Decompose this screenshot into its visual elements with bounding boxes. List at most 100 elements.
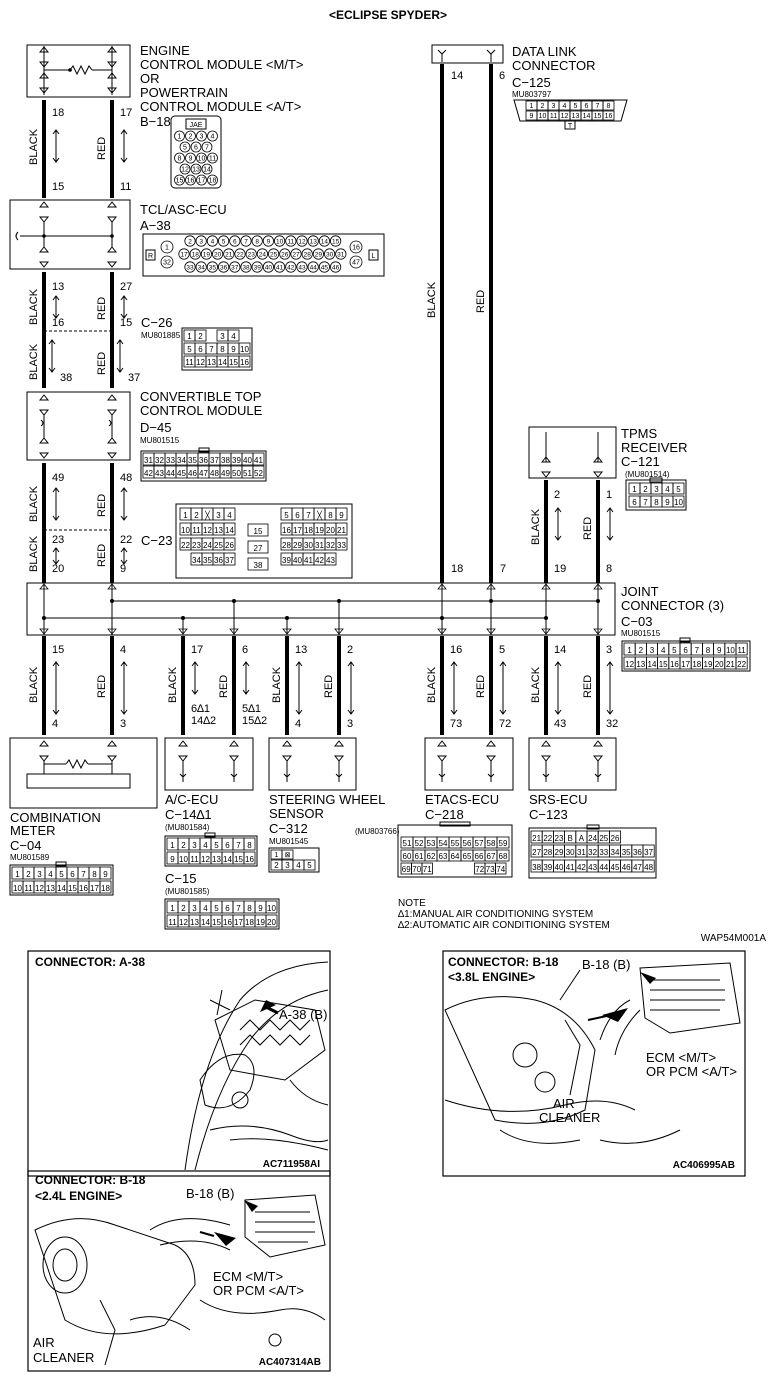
a38-pin-circle xyxy=(262,235,274,247)
d45-pin: 35 xyxy=(188,456,197,465)
b18-pin-circle xyxy=(207,152,218,164)
c23-pin: 6 xyxy=(295,511,300,520)
c123-pin: 37 xyxy=(644,848,653,857)
note-line-1: ∆1:MANUAL AIR CONDITIONING SYSTEM xyxy=(398,909,593,920)
c15-pin: 5 xyxy=(214,904,219,913)
c14-pin: 2 xyxy=(181,841,186,850)
ac-ecu-part-label: (MU801584) xyxy=(165,823,210,832)
c123-pin: 38 xyxy=(532,863,541,872)
c23-cell xyxy=(247,540,269,554)
c04-pin: 10 xyxy=(13,884,22,893)
steer-part-label: MU801545 xyxy=(269,837,309,846)
a38-pin-circle xyxy=(273,261,286,273)
a38-pin: 27 xyxy=(292,252,300,259)
b18-pin-circle xyxy=(201,141,213,153)
wire-color-label: BLACK xyxy=(426,666,438,703)
joint-top-terminal xyxy=(593,583,603,590)
c218-pin: 54 xyxy=(439,839,448,848)
wire-label-red-3: RED xyxy=(96,352,108,375)
b18-pin: 17 xyxy=(198,178,206,185)
b18-pin: 18 xyxy=(209,178,217,185)
b18-pin: 10 xyxy=(198,156,206,163)
c26-cell xyxy=(238,355,251,368)
c03-pin: 16 xyxy=(670,660,679,669)
c23-pin: 33 xyxy=(337,541,346,550)
c14-pin: 3 xyxy=(192,841,197,850)
a38-pin: 37 xyxy=(231,265,239,272)
b18-pin: 15 xyxy=(176,178,184,185)
joint-label-2: CONNECTOR (3) xyxy=(621,598,724,613)
c15-pin: 6 xyxy=(225,904,230,913)
c123-pin: 36 xyxy=(633,848,642,857)
c218-cell xyxy=(496,849,510,862)
c23-connector-label: C−23 xyxy=(141,533,172,548)
c04-pin: 11 xyxy=(24,884,33,893)
note-heading: NOTE xyxy=(398,898,426,909)
a38-pin-circle xyxy=(189,248,201,260)
ac-ecu-connector-label: C−14∆1 xyxy=(165,807,212,822)
c03-pin: 9 xyxy=(717,646,722,655)
cvt-label-2: CONTROL MODULE xyxy=(140,403,263,418)
signal-arrow-head xyxy=(120,661,128,715)
a38-pin-circle xyxy=(212,248,224,260)
b18-pin-circle xyxy=(201,163,213,175)
c218-pin: 66 xyxy=(475,852,484,861)
a38-pin: 45 xyxy=(321,265,329,272)
c23-pin: 25 xyxy=(214,541,223,550)
c03-pin: 2 xyxy=(639,646,644,655)
c14-pin: 10 xyxy=(179,855,188,864)
c121-pin: 4 xyxy=(665,485,670,494)
c125-pin: 14 xyxy=(583,113,591,120)
c23-pin: 35 xyxy=(203,556,212,565)
c123-pin: 40 xyxy=(555,863,564,872)
c125-key: T xyxy=(568,123,573,130)
pin-device-top: 72 xyxy=(499,718,511,730)
joint-splice-dot xyxy=(42,616,46,620)
a38-pin: 18 xyxy=(192,252,200,259)
c14-pin: 4 xyxy=(203,841,208,850)
d45-pin: 37 xyxy=(210,456,219,465)
c123-pin: 24 xyxy=(588,834,597,843)
c04-pin: 16 xyxy=(79,884,88,893)
c14-pin: 5 xyxy=(214,841,219,850)
c26-connector-label: C−26 xyxy=(141,315,172,330)
a38-pin: 4 xyxy=(211,239,215,246)
steer-connector-label: C−312 xyxy=(269,821,308,836)
b18-pin: 4 xyxy=(211,134,215,141)
a38-pin-circle xyxy=(245,248,257,260)
c312-pin: 4 xyxy=(296,861,301,870)
c23-pin: ╳ xyxy=(316,510,323,520)
b18-pin-circle xyxy=(196,152,207,164)
c218-pin: 55 xyxy=(451,839,460,848)
pin-c26-black-b: 38 xyxy=(60,372,72,384)
photo-a38-title: CONNECTOR: A-38 xyxy=(35,955,145,969)
joint-top-terminal xyxy=(486,583,496,590)
c04-pin: 15 xyxy=(68,884,77,893)
c125-pin: 1 xyxy=(530,103,534,110)
a38-pin: 44 xyxy=(310,265,318,272)
joint-bottom-terminal xyxy=(178,628,188,635)
a38-pin-circle xyxy=(279,248,291,260)
pin-joint-bottom: 16 xyxy=(450,644,462,656)
a38-pin: 34 xyxy=(198,265,206,272)
c23-cell xyxy=(335,537,348,551)
b18-pin: 8 xyxy=(178,156,182,163)
ecm-module xyxy=(26,44,131,98)
pin-c23-red-b: 9 xyxy=(120,563,126,575)
c218-pin: 71 xyxy=(423,865,432,874)
joint-label-1: JOINT xyxy=(621,584,659,599)
c123-pin: 23 xyxy=(555,834,564,843)
steering-wheel-sensor-module xyxy=(268,737,357,791)
c03-pin: 17 xyxy=(681,660,690,669)
pin-joint-bottom: 2 xyxy=(347,644,353,656)
c23-pin: 11 xyxy=(192,526,201,535)
a38-pin: 39 xyxy=(254,265,262,272)
a38-pin-circle xyxy=(229,235,241,247)
etacs-part-label: (MU803766) xyxy=(355,827,400,836)
c03-cell xyxy=(735,656,748,670)
c23-pin: 17 xyxy=(293,526,302,535)
c03-pin: 15 xyxy=(659,660,668,669)
d45-pin: 43 xyxy=(155,469,164,478)
